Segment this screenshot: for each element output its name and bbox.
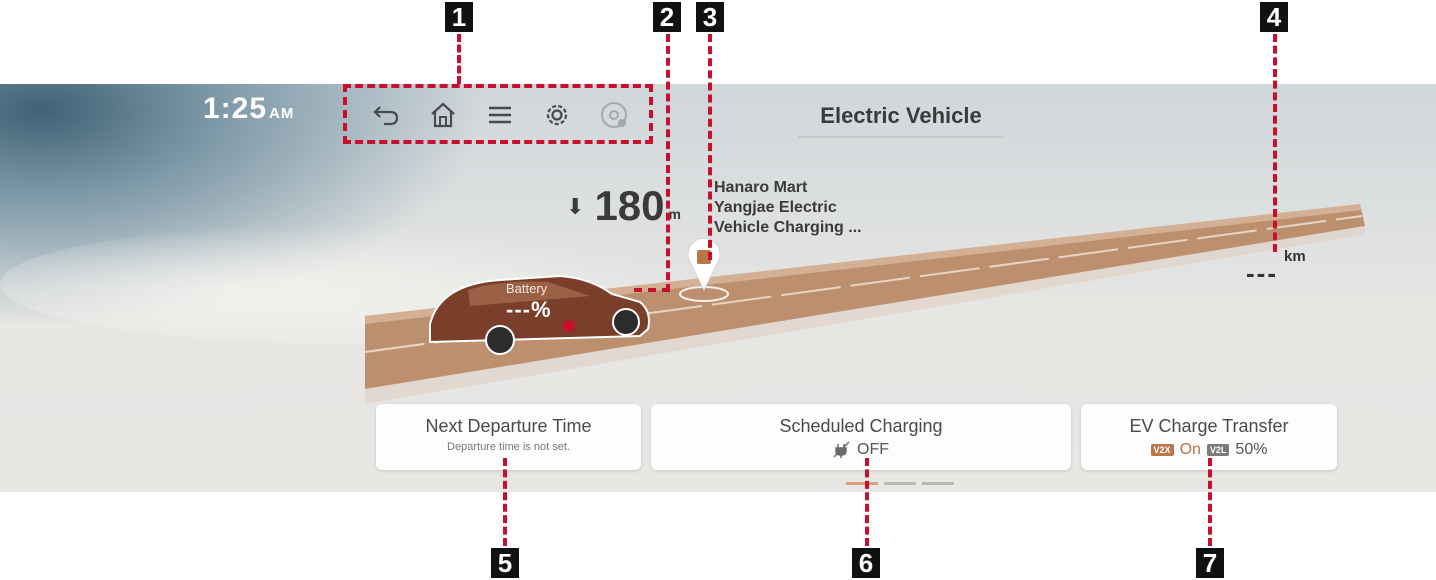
scheduled-charging-card[interactable]: Scheduled Charging OFF	[651, 404, 1071, 470]
callout-3-leader	[708, 34, 712, 260]
distance-value: 180	[594, 182, 665, 229]
charger-icon	[697, 250, 711, 264]
battery-indicator-dot	[563, 320, 575, 332]
callout-4: 4	[1260, 2, 1288, 32]
back-icon	[373, 106, 398, 126]
road-shadow	[365, 226, 1365, 404]
home-button[interactable]	[425, 97, 461, 133]
home-icon	[431, 102, 455, 128]
page-title-wrap: Electric Vehicle	[798, 98, 1004, 138]
next-departure-card[interactable]: Next Departure Time Departure time is no…	[376, 404, 641, 470]
callout-5-leader	[503, 458, 507, 546]
scheduled-charging-status: OFF	[857, 441, 889, 458]
distance-to-charger: ⬇ 180 m	[566, 184, 681, 228]
distance-unit: m	[668, 206, 681, 222]
next-departure-title: Next Departure Time	[425, 416, 592, 436]
clock-ampm: AM	[269, 105, 295, 122]
page-dot-active[interactable]	[846, 482, 878, 485]
poi-line: Yangjae Electric	[714, 199, 837, 216]
poi-line: Vehicle Charging ...	[714, 219, 862, 236]
page-title: Electric Vehicle	[820, 103, 982, 128]
page-dot[interactable]	[884, 482, 916, 485]
v2x-status: On	[1179, 441, 1201, 458]
car-wheel-front	[612, 308, 640, 336]
callout-3: 3	[696, 2, 724, 32]
v2l-value: 50%	[1235, 441, 1268, 458]
callout-1-box	[343, 84, 653, 144]
scheduled-charging-status-row: OFF	[651, 441, 1071, 459]
car	[429, 274, 650, 355]
car-window	[468, 281, 590, 306]
menu-button[interactable]	[482, 97, 518, 133]
battery-label: Battery	[506, 281, 548, 296]
callout-4-leader	[1273, 34, 1277, 252]
poi-line: Hanaro Mart	[714, 179, 808, 196]
scheduled-charging-title: Scheduled Charging	[779, 416, 943, 436]
settings-icon	[547, 104, 568, 126]
ev-charge-transfer-title: EV Charge Transfer	[1129, 416, 1289, 436]
media-button[interactable]	[596, 97, 632, 133]
range-unit: km	[1283, 248, 1306, 265]
plug-icon	[833, 441, 850, 458]
callout-6: 6	[852, 548, 880, 578]
callout-5: 5	[491, 548, 519, 578]
settings-button[interactable]	[539, 97, 575, 133]
driving-range: --- km	[1246, 248, 1306, 289]
callout-7-leader	[1208, 458, 1212, 546]
route-scene	[364, 204, 1365, 404]
page-indicator	[846, 482, 954, 485]
callout-2-foot	[634, 288, 670, 292]
callout-6-leader	[865, 458, 869, 546]
down-arrow-icon: ⬇	[566, 194, 585, 219]
callout-2-leader	[666, 34, 670, 292]
ev-charge-transfer-status-row: V2X On V2L 50%	[1081, 441, 1337, 459]
page-dot[interactable]	[922, 482, 954, 485]
callout-1: 1	[445, 2, 473, 32]
callout-7: 7	[1196, 548, 1224, 578]
back-button[interactable]	[368, 97, 404, 133]
car-wheel-rear	[485, 325, 515, 355]
v2x-badge: V2X	[1150, 444, 1174, 456]
v2l-badge: V2L	[1206, 444, 1230, 456]
charging-station-name[interactable]: Hanaro Mart Yangjae Electric Vehicle Cha…	[714, 178, 862, 238]
toolbar	[343, 84, 657, 146]
callout-2: 2	[653, 2, 681, 32]
menu-icon	[488, 106, 511, 124]
battery-value: ---%	[506, 297, 552, 322]
clock-time: 1:25	[203, 92, 268, 125]
callout-1-leader	[457, 34, 461, 84]
range-value: ---	[1246, 258, 1278, 288]
media-icon	[601, 102, 628, 128]
next-departure-subtitle: Departure time is not set.	[447, 441, 570, 453]
